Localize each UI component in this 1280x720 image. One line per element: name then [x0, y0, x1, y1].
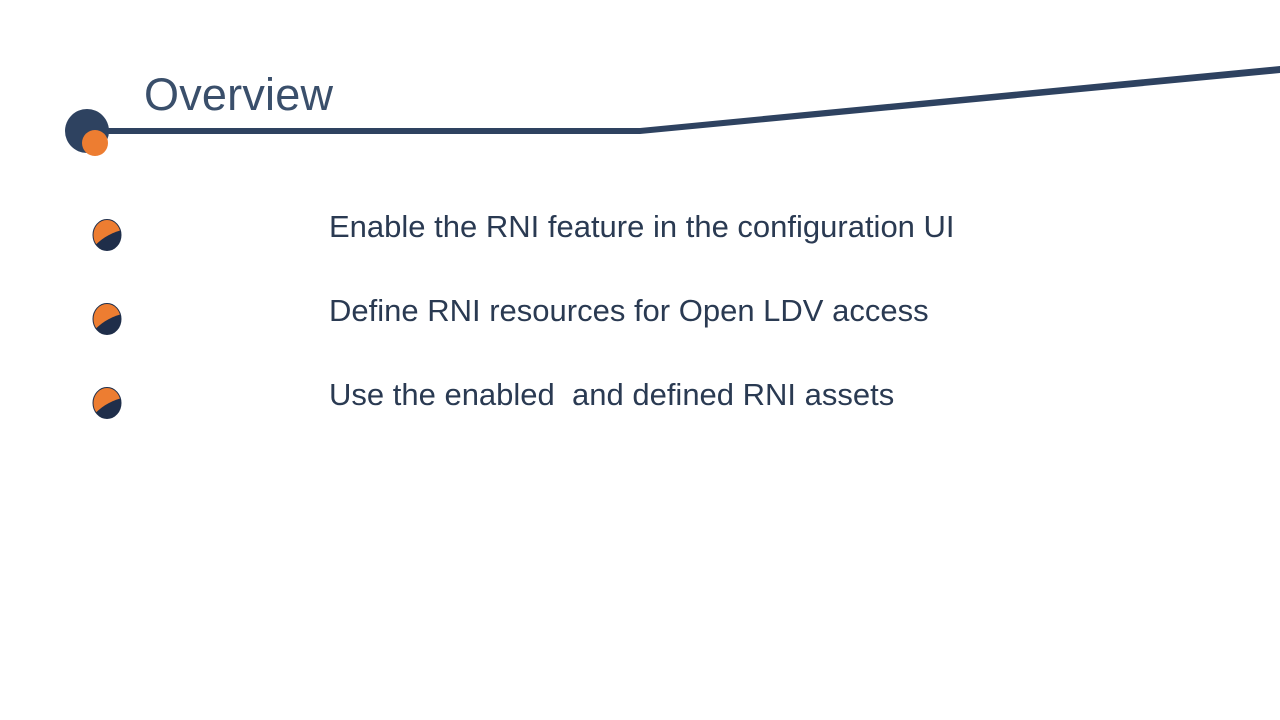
title-banner: Overview [0, 40, 1280, 170]
list-item: Define RNI resources for Open LDV access [0, 289, 1280, 373]
split-circle-bullet-icon [92, 387, 122, 419]
orange-circle-icon [82, 130, 108, 156]
bullet-text: Use the enabled and defined RNI assets [329, 377, 895, 412]
split-circle-bullet-icon [92, 303, 122, 335]
page-title: Overview [144, 69, 334, 120]
title-decoration-group [65, 66, 1280, 156]
list-item: Enable the RNI feature in the configurat… [0, 205, 1280, 289]
split-circle-bullet-icon [92, 219, 122, 251]
bullet-text: Enable the RNI feature in the configurat… [329, 209, 955, 244]
bullet-text: Define RNI resources for Open LDV access [329, 293, 929, 328]
list-item: Use the enabled and defined RNI assets [0, 373, 1280, 457]
bullet-list: Enable the RNI feature in the configurat… [0, 205, 1280, 457]
